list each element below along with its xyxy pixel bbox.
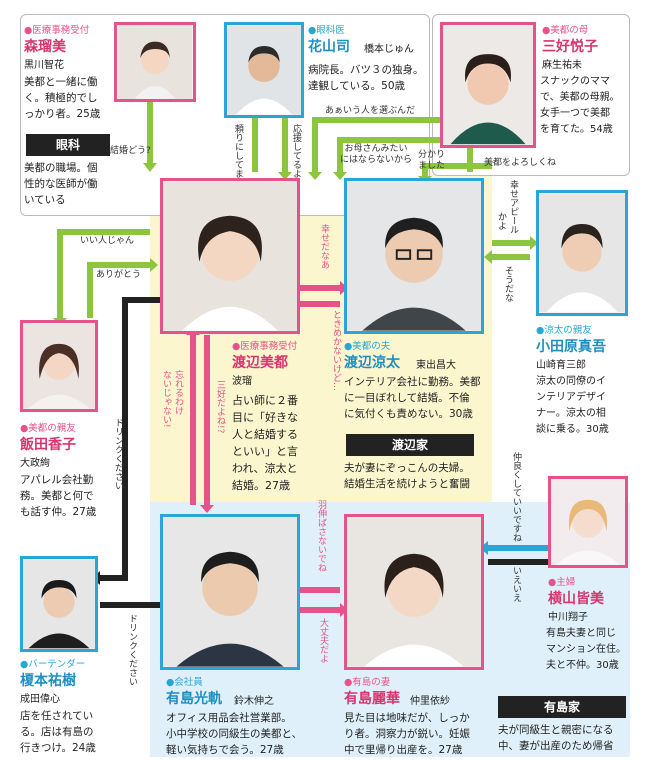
iida-actor: 大政絢 (20, 458, 50, 469)
person-portrait-icon (539, 194, 625, 312)
ryota-role: ●美都の夫 (344, 341, 391, 352)
odawara-desc: 涼太の同僚のインテリアデザイナー。涼太の相談に乗る。30歳 (536, 376, 609, 435)
label-tanomi: 頼りにしてます (233, 124, 243, 187)
ryota-name: 渡辺涼太 (344, 355, 400, 371)
label-shiawase-appeal-2: かよ (496, 212, 506, 230)
morirumi-role: ●医療事務受付 (24, 25, 90, 36)
hanayama-photo (224, 22, 304, 118)
person-portrait-icon (443, 25, 533, 145)
label-drink-2: ドリンクください (127, 614, 137, 686)
hanayama-role: ●眼科医 (308, 25, 345, 36)
yokoyama-photo (548, 476, 628, 568)
yokoyama-name: 横山皆美 (548, 591, 604, 607)
label-iieie: いえいえ (511, 566, 521, 602)
odawara-role: ●涼太の親友 (536, 325, 592, 336)
iida-photo (20, 320, 98, 412)
morirumi-name: 森瑠美 (24, 39, 66, 55)
ganka-desc: 美都の職場。個性的な医師が働いている (24, 162, 98, 206)
yokoyama-desc: 有島夫妻と同じマンション在住。夫と不仲。30歳 (546, 628, 626, 671)
watanabe-tag: 渡辺家 (346, 434, 474, 456)
arishima-tag: 有島家 (498, 696, 626, 718)
label-ii-hito: いい人じゃん (80, 236, 135, 246)
hanayama-actor: 橋本じゅん (364, 44, 414, 55)
miyoshi-actor: 麻生祐未 (542, 60, 582, 71)
reika-role: ●有島の妻 (344, 677, 391, 688)
hanayama-name: 花山司 (308, 39, 350, 55)
watanabe-desc: 夫が妻にぞっこんの夫婦。結婚生活を続けようと奮闘 (344, 462, 470, 490)
label-aaiu-hito: あぁいう人を選ぶんだ (325, 106, 416, 116)
mitsuki-desc: オフィス用品会社営業部。小中学校の同級生の美都と、軽い気持ちで会う。27歳 (166, 712, 303, 756)
morirumi-actor: 黒川智花 (24, 60, 64, 71)
label-wasureru-1: 忘れるわけ (173, 370, 183, 415)
mitsuki-actor: 鈴木伸之 (234, 696, 274, 707)
ryota-actor: 東出昌大 (416, 360, 456, 371)
arishima-desc: 夫が同級生と親密になる中、妻が出産のため帰省 (498, 724, 614, 752)
person-portrait-icon (163, 517, 297, 667)
enomoto-actor: 成田偉心 (20, 694, 60, 705)
mito-name: 渡辺美都 (232, 355, 288, 371)
label-mito-yoroshiku: 美都をよろしくね (484, 158, 557, 168)
label-shiawase-appeal-1: 幸せアピール (508, 180, 518, 234)
iida-role: ●美都の親友 (20, 423, 76, 434)
iida-desc: アパレル会社勤務。美都と何でも話す仲。27歳 (20, 474, 97, 518)
enomoto-photo (20, 556, 98, 652)
mitsuki-name: 有島光軌 (166, 691, 222, 707)
reika-photo (344, 514, 484, 670)
enomoto-desc: 店を任されている。店は有島の行きつけ。24歳 (20, 710, 96, 754)
ryota-desc: インテリア会社に勤務。美都に一目ぼれして結婚。不倫に気付くも責めない。30歳 (344, 376, 481, 420)
morirumi-photo (114, 22, 196, 102)
person-portrait-icon (347, 181, 481, 331)
label-miyoshi-da-yo: 三好だよね!? (215, 380, 225, 434)
yokoyama-actor: 中川翔子 (548, 612, 588, 623)
miyoshi-role: ●美都の母 (542, 25, 589, 36)
person-portrait-icon (551, 479, 625, 565)
ryota-photo (344, 178, 484, 334)
mito-desc: 占い師に２番目に「好きな人と結婚するといい」と言われ、涼太と結婚。27歳 (232, 394, 298, 492)
label-okaasan-mitai: お母さんみたいにはならないから (340, 144, 413, 165)
odawara-actor: 山崎育三郎 (536, 360, 586, 371)
mitsuki-role: ●会社員 (166, 677, 203, 688)
label-wasureru-2: ないじゃない! (161, 370, 171, 428)
reika-desc: 見た目は地味だが、しっかり者。洞察力が鋭い。妊娠中で里帰り出産を。27歳 (344, 712, 470, 756)
person-portrait-icon (227, 25, 301, 115)
label-shiawase-da-naa: 幸せだなあ (319, 224, 329, 269)
label-wakarimashita: 分かりました (418, 150, 446, 171)
morirumi-desc: 美都と一緒に働く。積極的でしっかり者。25歳 (24, 76, 101, 120)
label-nakayoku: 仲良くしていいですね (511, 452, 521, 542)
label-drink-1: ドリンクください (113, 418, 123, 490)
label-ouen: 応援してるよ (291, 124, 301, 178)
yokoyama-role: ●主婦 (548, 577, 576, 588)
label-tokimeka-nai: ときめかないけど… (331, 310, 341, 391)
mitsuki-photo (160, 514, 300, 670)
label-hanebasi: 羽伸ばさないでね (316, 500, 326, 572)
person-portrait-icon (23, 323, 95, 409)
reika-actor: 仲里依紗 (410, 696, 450, 707)
label-daijoubu: 大丈夫だよ (318, 618, 328, 663)
enomoto-name: 榎本祐樹 (20, 673, 76, 689)
mito-photo (160, 178, 300, 334)
odawara-name: 小田原真吾 (536, 339, 606, 355)
reika-name: 有島麗華 (344, 691, 400, 707)
person-portrait-icon (163, 181, 297, 331)
miyoshi-photo (440, 22, 536, 148)
label-sou-da-na: そうだな (503, 266, 513, 302)
label-kekkon-dou: 結婚どう? (110, 146, 151, 156)
person-portrait-icon (118, 25, 192, 99)
mito-role: ●医療事務受付 (232, 341, 298, 352)
enomoto-role: ●バーテンダー (20, 659, 86, 670)
person-portrait-icon (347, 517, 481, 667)
person-portrait-icon (23, 559, 95, 649)
iida-name: 飯田香子 (20, 437, 76, 453)
label-arigatou: ありがとう (96, 270, 142, 280)
miyoshi-desc: スナックのママで、美都の母親。女手一つで美都を育てた。54歳 (540, 76, 620, 135)
hanayama-desc: 病院長。バツ３の独身。達観している。50歳 (308, 64, 424, 92)
miyoshi-name: 三好悦子 (542, 39, 598, 55)
ganka-tag: 眼科 (26, 134, 110, 156)
odawara-photo (536, 190, 628, 316)
mito-actor: 波瑠 (232, 376, 252, 387)
